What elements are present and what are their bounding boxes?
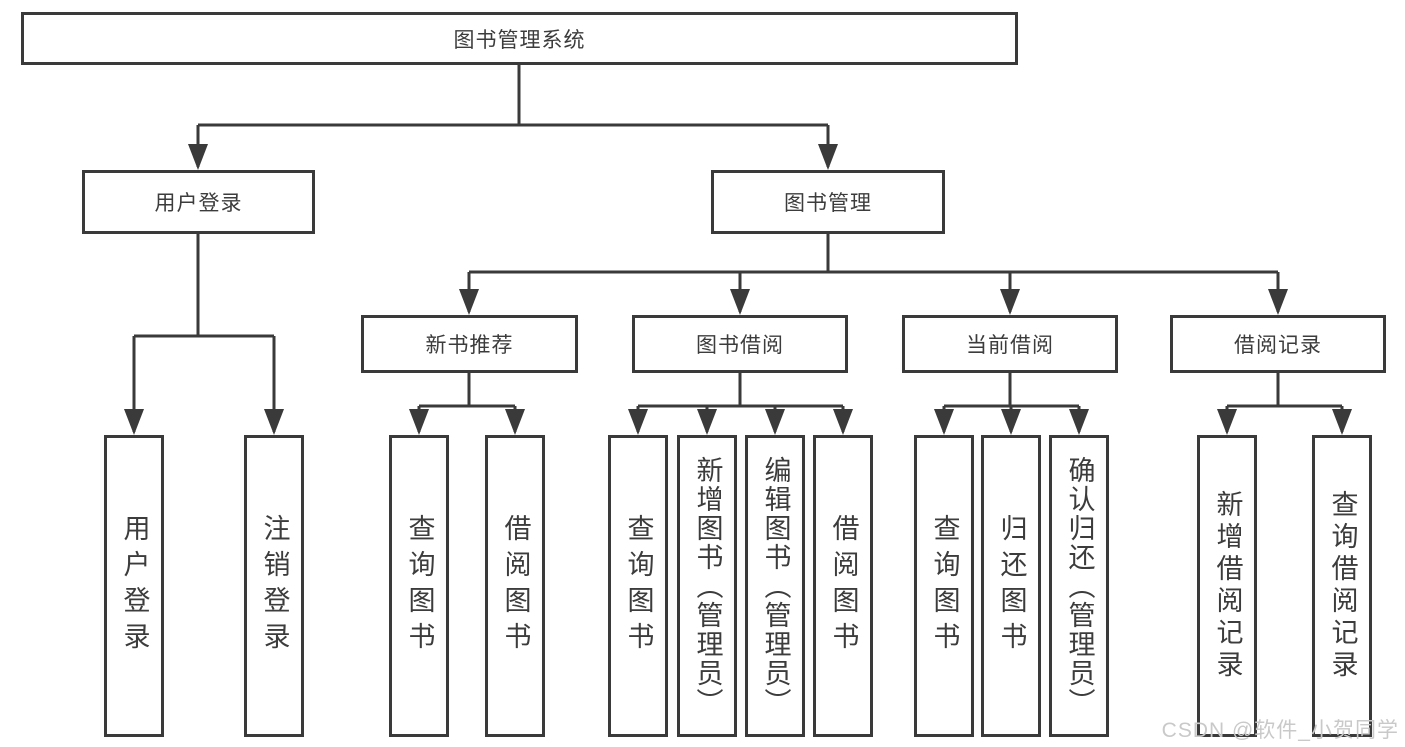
arrowheads [124, 144, 1352, 435]
leaf-add-book-admin: 新增图书（管理员） [677, 435, 737, 737]
leaf-label: 新增借阅记录 [1212, 490, 1243, 682]
leaf-label: 借阅图书 [828, 514, 859, 658]
leaf-return-books: 归还图书 [981, 435, 1041, 737]
node-current-borrow: 当前借阅 [902, 315, 1118, 373]
leaf-label: 注销登录 [259, 514, 290, 658]
leaf-label: 新增图书（管理员） [692, 455, 723, 717]
leaf-query-books-current: 查询图书 [914, 435, 974, 737]
leaf-query-books-borrow: 查询图书 [608, 435, 668, 737]
leaf-label: 查询图书 [623, 514, 654, 658]
leaf-label: 查询借阅记录 [1327, 490, 1358, 682]
leaf-user-login: 用户登录 [104, 435, 164, 737]
leaf-label: 查询图书 [929, 514, 960, 658]
watermark: CSDN @软件_小贺同学 [1161, 719, 1399, 742]
leaf-query-borrow-record: 查询借阅记录 [1312, 435, 1372, 737]
node-user-login: 用户登录 [82, 170, 315, 234]
leaf-label: 用户登录 [119, 514, 150, 658]
leaf-edit-book-admin: 编辑图书（管理员） [745, 435, 805, 737]
node-book-borrow: 图书借阅 [632, 315, 848, 373]
node-borrow-records: 借阅记录 [1170, 315, 1386, 373]
leaf-query-books-recommend: 查询图书 [389, 435, 449, 737]
node-book-management: 图书管理 [711, 170, 945, 234]
leaf-label: 查询图书 [404, 514, 435, 658]
leaf-borrow-books-2: 借阅图书 [813, 435, 873, 737]
node-library-system: 图书管理系统 [21, 12, 1018, 65]
leaf-label: 借阅图书 [500, 514, 531, 658]
leaf-confirm-return-admin: 确认归还（管理员） [1049, 435, 1109, 737]
leaf-label: 归还图书 [996, 514, 1027, 658]
leaf-label: 编辑图书（管理员） [760, 455, 791, 717]
leaf-borrow-books-recommend: 借阅图书 [485, 435, 545, 737]
leaf-label: 确认归还（管理员） [1064, 455, 1095, 717]
leaf-logout: 注销登录 [244, 435, 304, 737]
leaf-add-borrow-record: 新增借阅记录 [1197, 435, 1257, 737]
node-new-book-recommend: 新书推荐 [361, 315, 578, 373]
